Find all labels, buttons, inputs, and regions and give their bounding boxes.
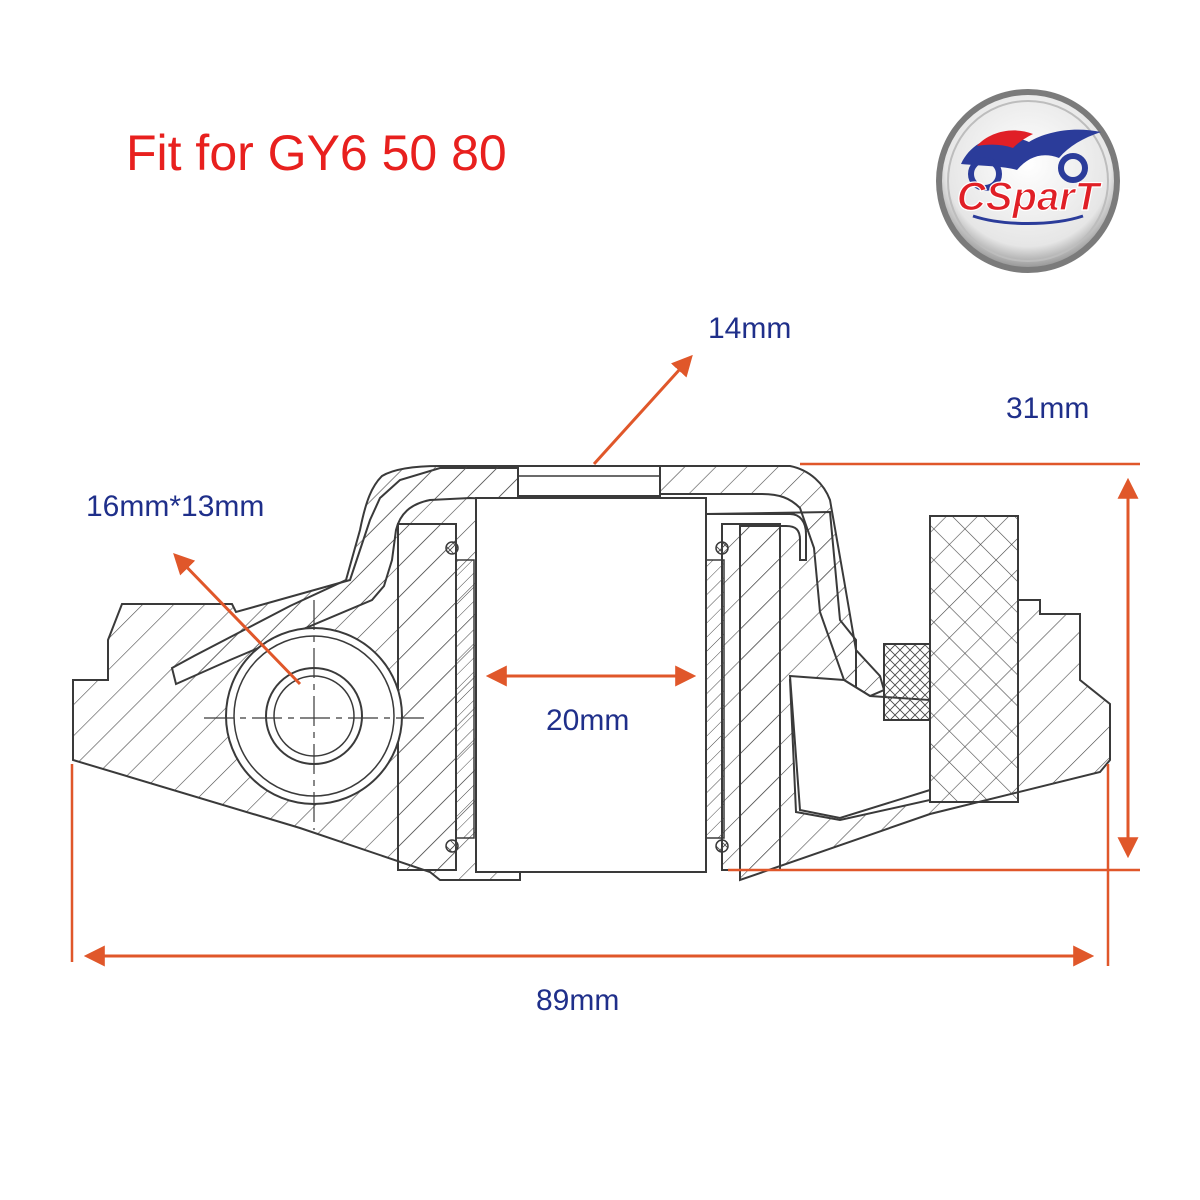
side-bore [204, 600, 424, 830]
seal-block [883, 643, 931, 721]
label-side-bore: 16mm*13mm [86, 490, 265, 523]
leader-side-bore [173, 552, 302, 686]
inner-bore [475, 497, 707, 873]
label-inner-bore: 20mm [546, 704, 630, 737]
page-title: Fit for GY6 50 80 [126, 125, 507, 181]
label-height: 31mm [1006, 392, 1090, 425]
dimension-lines [70, 354, 1140, 967]
top-cap [170, 465, 886, 698]
brand-logo: CSparT [936, 89, 1120, 273]
label-width: 89mm [536, 984, 620, 1017]
logo-wordmark: CSparT [957, 175, 1103, 219]
label-top-hole: 14mm [708, 312, 792, 345]
top-slot [517, 465, 661, 497]
leader-top-hole [592, 354, 693, 466]
